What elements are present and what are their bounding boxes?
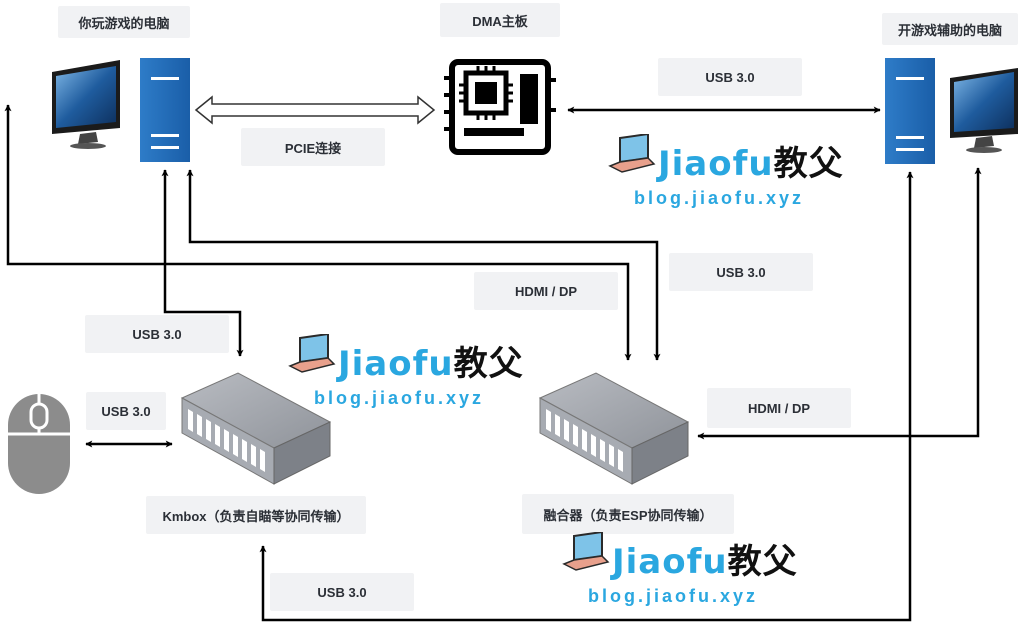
watermark: Jiaofu教父 blog.jiaofu.xyz — [562, 532, 822, 612]
laptop-icon — [288, 334, 336, 373]
usb-kmbox-gaming-label: USB 3.0 — [85, 315, 229, 353]
watermark-url: blog.jiaofu.xyz — [588, 586, 759, 606]
watermark-url: blog.jiaofu.xyz — [634, 188, 805, 208]
cheat-pc-tower-icon — [885, 58, 935, 164]
dma-board-icon — [444, 59, 556, 155]
usb-gaming-fuser-label: USB 3.0 — [669, 253, 813, 291]
cheat-pc-monitor-icon — [950, 68, 1018, 153]
kmbox-label: Kmbox（负责自瞄等协同传输） — [146, 496, 366, 534]
fuser-device-icon — [538, 372, 690, 485]
mouse-icon — [8, 394, 70, 494]
gaming-pc-tower-icon — [140, 58, 190, 162]
fuser-label: 融合器（负责ESP协同传输） — [522, 494, 734, 534]
cheat-pc-label: 开游戏辅助的电脑 — [882, 13, 1018, 45]
watermark-url: blog.jiaofu.xyz — [314, 388, 485, 408]
watermark-brand: Jiaofu教父 — [658, 144, 844, 184]
gaming-pc-label: 你玩游戏的电脑 — [58, 6, 190, 38]
pcie-label: PCIE连接 — [241, 128, 385, 166]
hdmi-gaming-fuser-label: HDMI / DP — [474, 272, 618, 310]
usb-mouse-label: USB 3.0 — [86, 392, 166, 430]
laptop-icon — [562, 532, 610, 571]
watermark-brand: Jiaofu教父 — [612, 542, 798, 582]
watermark: Jiaofu教父 blog.jiaofu.xyz — [608, 134, 868, 214]
hdmi-fuser-cheat-label: HDMI / DP — [707, 388, 851, 428]
usb-dma-cheat-label: USB 3.0 — [658, 58, 802, 96]
pcie-link — [194, 95, 436, 125]
usb-cheat-kmbox-link — [259, 171, 914, 622]
watermark-brand: Jiaofu教父 — [338, 344, 524, 384]
watermark: Jiaofu教父 blog.jiaofu.xyz — [288, 334, 548, 414]
laptop-icon — [608, 134, 656, 173]
gaming-pc-monitor-icon — [52, 60, 120, 149]
usb-cheat-kmbox-label: USB 3.0 — [270, 573, 414, 611]
dma-board-label: DMA主板 — [440, 3, 560, 37]
